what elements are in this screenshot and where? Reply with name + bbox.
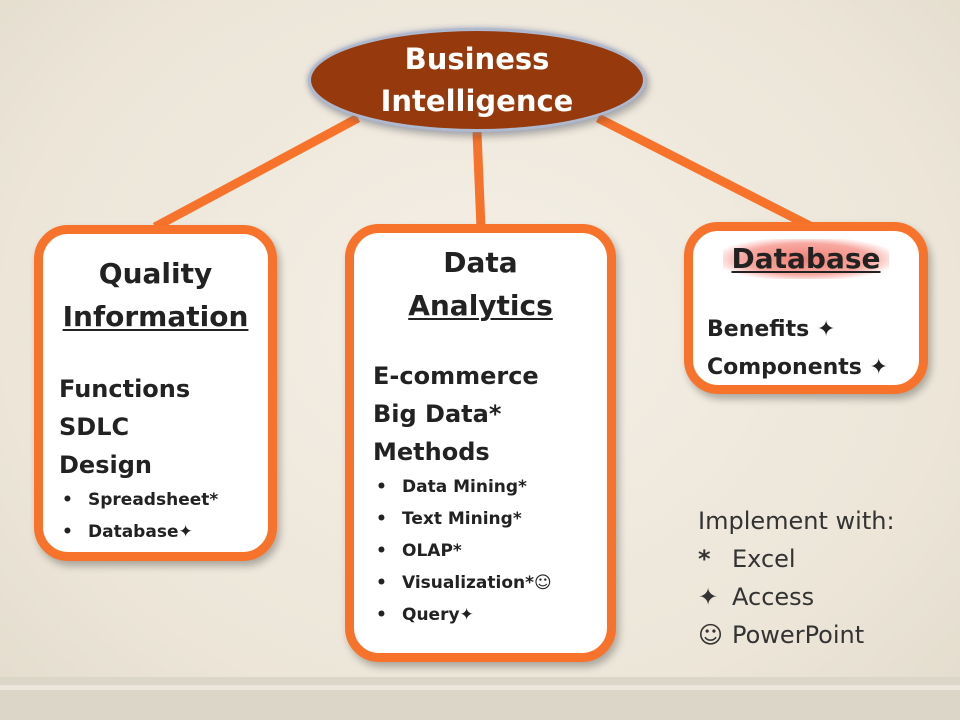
database-item-benefits: Benefits ✦ xyxy=(707,317,836,342)
quality-information-card: Quality Information Functions SDLC Desig… xyxy=(34,225,277,561)
smiley-icon: ☺ xyxy=(698,621,724,649)
quality-item-design: Design xyxy=(59,451,152,479)
list-item: OLAP* xyxy=(373,535,552,567)
analytics-title-line1: Data xyxy=(443,246,518,279)
list-item: Database✦ xyxy=(59,516,218,548)
quality-items: Functions SDLC Design Spreadsheet* Datab… xyxy=(59,370,218,548)
database-item-components: Components ✦ xyxy=(707,355,888,380)
quality-title: Quality Information xyxy=(43,252,268,338)
root-label-line2: Intelligence xyxy=(380,84,574,118)
legend-entry-excel: * Excel xyxy=(698,540,895,578)
list-item: Spreadsheet* xyxy=(59,484,218,516)
data-analytics-card: Data Analytics E-commerce Big Data* Meth… xyxy=(345,224,616,662)
footer-line xyxy=(0,685,960,690)
list-item: Data Mining* xyxy=(373,471,552,503)
database-items: Benefits ✦ Components ✦ xyxy=(707,311,888,387)
analytics-methods-list: Data Mining* Text Mining* OLAP* Visualiz… xyxy=(373,471,552,631)
database-title-wrap: Database xyxy=(693,239,919,279)
legend-label-access: Access xyxy=(732,583,815,611)
root-node-business-intelligence: Business Intelligence xyxy=(308,28,646,132)
legend-entry-access: ✦ Access xyxy=(698,578,895,616)
quality-item-sdlc: SDLC xyxy=(59,413,130,441)
four-point-star-icon: ✦ xyxy=(698,583,719,611)
connector-left xyxy=(152,114,361,231)
list-item: Visualization*☺ xyxy=(373,567,552,599)
quality-design-list: Spreadsheet* Database✦ xyxy=(59,484,218,548)
analytics-items: E-commerce Big Data* Methods Data Mining… xyxy=(373,357,552,631)
list-item: Query✦ xyxy=(373,599,552,631)
footer-band xyxy=(0,677,960,720)
legend-heading: Implement with: xyxy=(698,507,895,535)
analytics-item-big-data: Big Data* xyxy=(373,400,502,428)
connector-right xyxy=(595,113,815,232)
analytics-item-ecommerce: E-commerce xyxy=(373,362,539,390)
database-title: Database xyxy=(723,239,889,279)
legend-entry-powerpoint: ☺ PowerPoint xyxy=(698,616,895,654)
legend-label-powerpoint: PowerPoint xyxy=(732,621,865,649)
legend-label-excel: Excel xyxy=(732,545,796,573)
connector-center xyxy=(472,131,486,229)
asterisk-icon: * xyxy=(698,545,711,573)
database-card: Database Benefits ✦ Components ✦ xyxy=(684,222,928,394)
analytics-title: Data Analytics xyxy=(354,241,607,327)
list-item: Text Mining* xyxy=(373,503,552,535)
quality-title-line1: Quality xyxy=(98,257,213,290)
analytics-title-line2: Analytics xyxy=(408,289,553,322)
root-label-line1: Business xyxy=(404,42,550,76)
quality-title-line2: Information xyxy=(62,300,249,333)
analytics-item-methods: Methods xyxy=(373,438,490,466)
quality-item-functions: Functions xyxy=(59,375,191,403)
implementation-legend: Implement with: * Excel ✦ Access ☺ PowerPoi… xyxy=(698,502,895,654)
